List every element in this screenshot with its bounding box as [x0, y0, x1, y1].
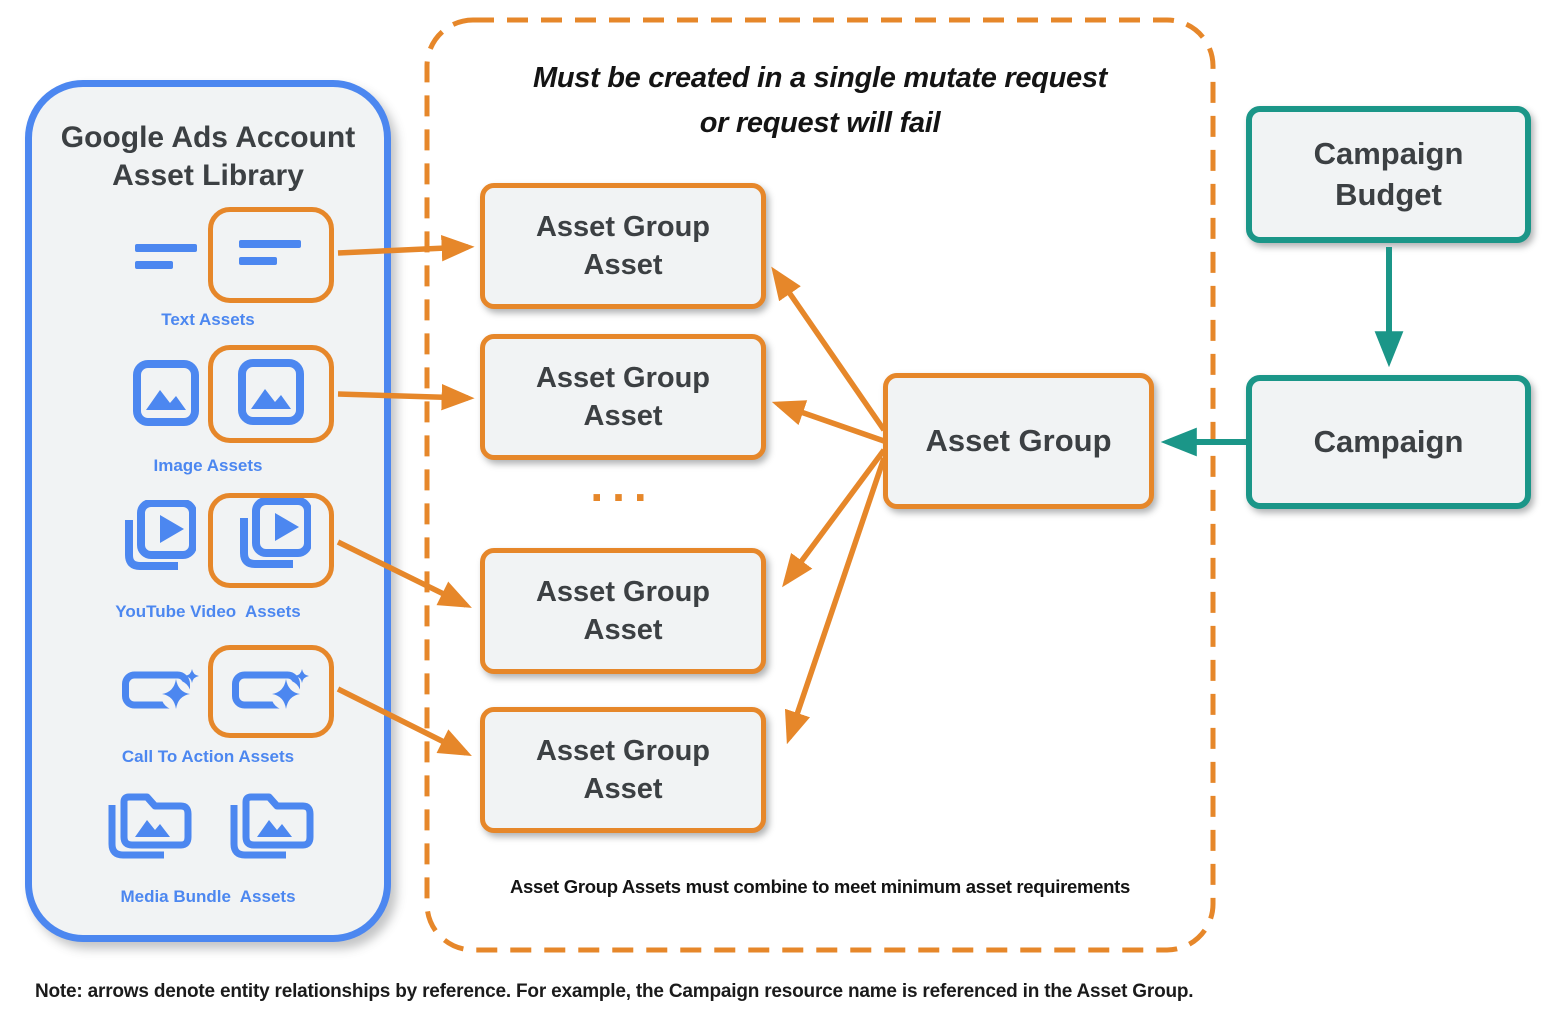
asset-group-asset-box-3: Asset Group Asset: [480, 548, 766, 674]
campaign-budget-box: Campaign Budget: [1246, 106, 1531, 243]
call-to-action-assets-label: Call To Action Assets: [121, 747, 295, 766]
mutate-panel-title-line1: Must be created in a single mutate reque…: [533, 62, 1107, 94]
arrow-group-to-aga3: [782, 448, 887, 588]
asset-group-box: Asset Group: [883, 373, 1154, 509]
asset-group-fan-arrows: [771, 266, 887, 745]
text-lines-icon: [135, 243, 199, 271]
campaign-budget-label-line2: Budget: [1335, 176, 1442, 212]
asset-group-asset-label-line2: Asset: [583, 773, 663, 805]
image-assets-label: Image Assets: [153, 456, 263, 475]
more-assets-ellipsis: ...: [590, 459, 656, 511]
media-bundle-folder-icon: [226, 787, 318, 867]
campaign-label: Campaign: [1313, 424, 1464, 459]
asset-library-title-line2: Asset Library: [112, 159, 304, 193]
arrow-group-to-aga2: [771, 400, 885, 444]
asset-group-asset-box-2: Asset Group Asset: [480, 334, 766, 460]
cta-sparkle-icon: [122, 668, 200, 710]
asset-group-asset-label-line1: Asset Group: [535, 210, 711, 243]
asset-group-asset-label-line2: Asset: [583, 400, 663, 432]
asset-group-asset-label-line1: Asset Group: [535, 734, 711, 767]
asset-group-asset-label-line1: Asset Group: [535, 575, 711, 608]
cta-asset-highlight-box: [208, 645, 334, 738]
asset-group-asset-box-1: Asset Group Asset: [480, 183, 766, 309]
media-bundle-assets-label: Media Bundle Assets: [120, 887, 296, 906]
arrow-group-to-aga1: [771, 266, 887, 432]
image-asset-highlight-box: [208, 345, 334, 443]
cta-sparkle-icon: [232, 668, 310, 715]
video-asset-highlight-box: [208, 493, 334, 588]
video-stack-icon: [116, 500, 196, 580]
asset-group-label: Asset Group: [925, 423, 1112, 458]
video-stack-icon: [231, 497, 312, 583]
asset-group-asset-label-line1: Asset Group: [535, 361, 711, 394]
image-icon: [238, 358, 304, 430]
text-asset-highlight-box: [208, 207, 334, 303]
youtube-video-assets-label: YouTube Video Assets: [115, 602, 301, 621]
asset-library-title-line1: Google Ads Account: [60, 121, 356, 154]
asset-library-title: Google Ads Account Asset Library: [32, 119, 384, 196]
mutate-panel-title: Must be created in a single mutate reque…: [430, 56, 1210, 146]
asset-group-asset-label-line2: Asset: [583, 614, 663, 646]
asset-group-asset-label-line2: Asset: [583, 249, 663, 281]
footnote: Note: arrows denote entity relationships…: [35, 981, 1194, 1002]
asset-library-panel: Google Ads Account Asset Library Text As…: [25, 80, 391, 942]
asset-group-asset-box-4: Asset Group Asset: [480, 707, 766, 833]
arrow-group-to-aga4: [784, 457, 887, 745]
campaign-box: Campaign: [1246, 375, 1531, 509]
media-bundle-folder-icon: [104, 787, 196, 867]
mutate-panel-title-line2: or request will fail: [699, 106, 941, 139]
text-assets-label: Text Assets: [161, 310, 255, 329]
image-icon: [133, 360, 199, 426]
campaign-budget-label-line1: Campaign: [1313, 136, 1464, 172]
text-lines-icon: [239, 239, 303, 272]
mutate-panel-caption: Asset Group Assets must combine to meet …: [510, 876, 1130, 897]
